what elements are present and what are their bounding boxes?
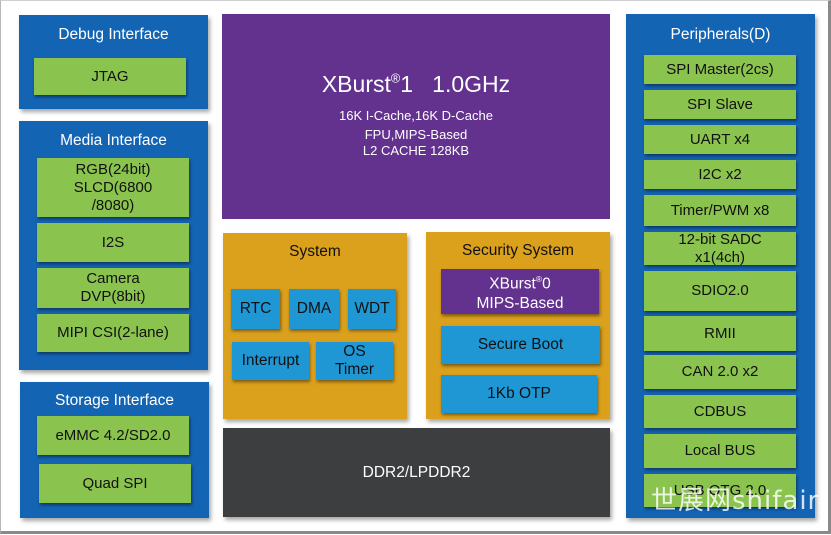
ddr-memory-block: DDR2/LPDDR2 [223, 428, 610, 517]
wdt-block: WDT [348, 289, 396, 329]
xburst0-title: XBurst®0 [489, 269, 550, 294]
registered-mark: ® [390, 71, 401, 86]
i2c-block: I2C x2 [644, 160, 796, 189]
mipi-csi-block: MIPI CSI(2-lane) [37, 314, 189, 352]
local-bus-block: Local BUS [644, 434, 796, 468]
peripherals-panel: Peripherals(D) SPI Master(2cs) SPI Slave… [626, 14, 815, 518]
cpu-name: XBurst [321, 71, 391, 97]
rgb-slcd-block: RGB(24bit) SLCD(6800 /8080) [37, 158, 189, 217]
secure-boot-block: Secure Boot [441, 326, 600, 364]
cpu-cache-detail: 16K I-Cache,16K D-Cache [339, 108, 493, 123]
registered-mark: ® [535, 273, 543, 284]
security-system-title: Security System [462, 242, 574, 259]
system-title: System [289, 243, 341, 260]
cpu-fpu-detail: FPU,MIPS-Based [364, 127, 468, 142]
usb-otg-block: USB OTG 2.0 [644, 474, 796, 507]
xburst0-subtitle: MIPS-Based [476, 295, 564, 313]
storage-interface-title: Storage Interface [55, 392, 174, 409]
rtc-block: RTC [231, 289, 280, 329]
core-version: 0 [542, 275, 551, 293]
rmii-block: RMII [644, 316, 796, 351]
otp-block: 1Kb OTP [441, 375, 597, 413]
system-panel: System RTC DMA WDT Interrupt OS Timer [223, 233, 407, 419]
sadc-block: 12-bit SADC x1(4ch) [644, 231, 796, 266]
cpu-version: 1 [400, 71, 413, 97]
debug-interface-title: Debug Interface [58, 26, 169, 43]
cpu-block: XBurst®1 1.0GHz 16K I-Cache,16K D-Cache … [222, 14, 610, 219]
spi-slave-block: SPI Slave [644, 90, 796, 119]
cpu-frequency: 1.0GHz [432, 71, 511, 97]
camera-dvp-block: Camera DVP(8bit) [37, 268, 189, 308]
dma-block: DMA [289, 289, 339, 329]
security-system-panel: Security System XBurst®0 MIPS-Based Secu… [426, 232, 610, 419]
cdbus-block: CDBUS [644, 395, 796, 428]
quad-spi-block: Quad SPI [39, 464, 191, 503]
core-name: XBurst [489, 275, 536, 293]
cpu-title: XBurst®1 1.0GHz [222, 71, 610, 98]
interrupt-block: Interrupt [232, 342, 309, 380]
can-block: CAN 2.0 x2 [644, 355, 796, 389]
xburst0-core-block: XBurst®0 MIPS-Based [441, 269, 599, 314]
storage-interface-panel: Storage Interface eMMC 4.2/SD2.0 Quad SP… [20, 382, 209, 518]
peripherals-title: Peripherals(D) [670, 26, 771, 43]
i2s-block: I2S [37, 223, 189, 262]
timer-pwm-block: Timer/PWM x8 [644, 195, 796, 226]
spi-master-block: SPI Master(2cs) [644, 55, 796, 84]
media-interface-title: Media Interface [60, 132, 167, 149]
uart-block: UART x4 [644, 125, 796, 154]
cpu-l2-detail: L2 CACHE 128KB [362, 143, 470, 158]
sdio-block: SDIO2.0 [644, 271, 796, 311]
debug-interface-panel: Debug Interface JTAG [19, 15, 208, 109]
media-interface-panel: Media Interface RGB(24bit) SLCD(6800 /80… [19, 121, 208, 370]
emmc-sd-block: eMMC 4.2/SD2.0 [37, 416, 189, 455]
jtag-block: JTAG [34, 58, 186, 95]
os-timer-block: OS Timer [316, 342, 393, 380]
